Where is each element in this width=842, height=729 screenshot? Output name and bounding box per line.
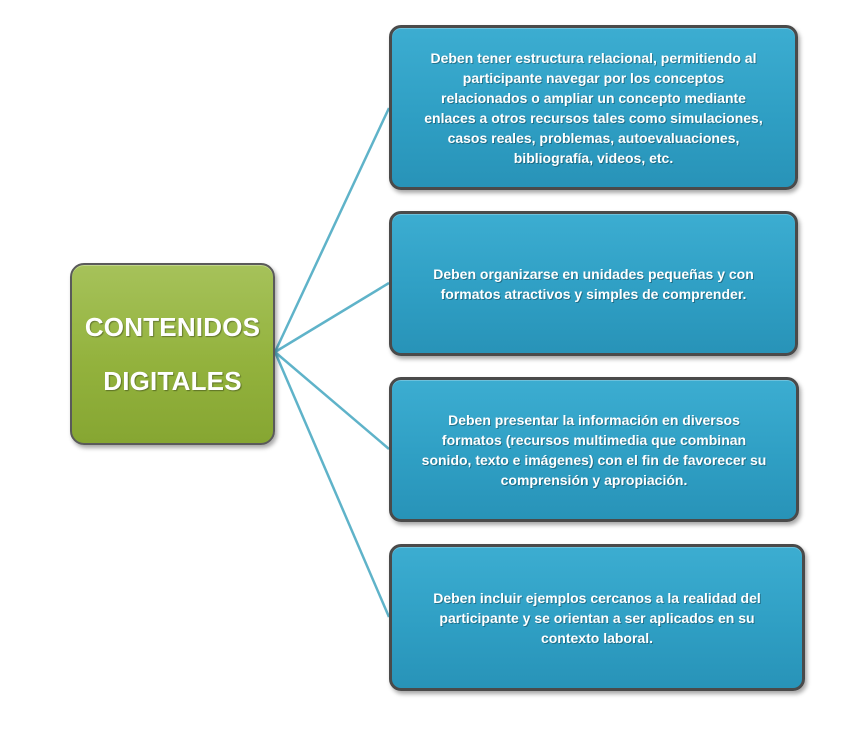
connector-3 — [274, 351, 390, 450]
content-box-3-text: Deben presentar la información en divers… — [421, 411, 767, 488]
connector-4 — [273, 351, 391, 618]
content-box-1-text: Deben tener estructura relacional, permi… — [424, 49, 763, 166]
central-node-label: CONTENIDOS DIGITALES — [84, 312, 261, 396]
content-box-4-text: Deben incluir ejemplos cercanos a la rea… — [433, 589, 761, 646]
content-box-3: Deben presentar la información en divers… — [389, 377, 799, 522]
content-box-1: Deben tener estructura relacional, permi… — [389, 25, 798, 190]
content-box-2: Deben organizarse en unidades pequeñas y… — [389, 211, 798, 356]
central-node: CONTENIDOS DIGITALES — [70, 263, 275, 445]
content-box-2-text: Deben organizarse en unidades pequeñas y… — [433, 265, 754, 302]
connector-1 — [273, 107, 391, 353]
connector-2 — [274, 281, 390, 354]
content-box-4: Deben incluir ejemplos cercanos a la rea… — [389, 544, 805, 691]
